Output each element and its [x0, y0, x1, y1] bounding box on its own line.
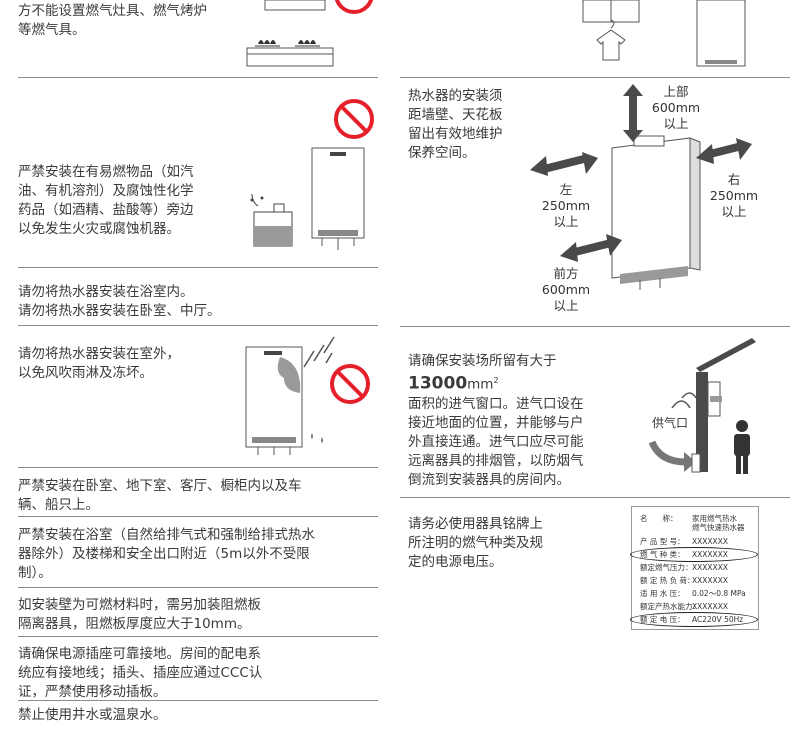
- air-inlet-text-a: 请确保安装场所留有大于: [408, 353, 557, 369]
- air-inlet-text-b: 面积的进气窗口。进气口设在 接近地面的位置，并能够与户 外直接连通。进气口应尽可…: [408, 395, 584, 488]
- prohibit-icon: [334, 99, 374, 139]
- chemical-bottle-icon: [250, 193, 293, 247]
- warning-no-indoor-rooms: 严禁安装在卧室、地下室、客厅、橱柜内以及车 辆、船只上。: [18, 478, 302, 513]
- front-clearance-label: 前方 600mm 以上: [541, 266, 591, 313]
- divider: [400, 77, 790, 78]
- warning-no-well-water: 禁止使用井水或温泉水。: [18, 707, 167, 723]
- clearance-instruction: 热水器的安装须 距墙壁、天花板 留出有效地维护 保养空间。: [408, 88, 503, 161]
- left-clearance-label: 左 250mm 以上: [541, 182, 591, 229]
- top-clearance-label: 上部 600mm 以上: [651, 84, 701, 131]
- divider: [18, 467, 378, 468]
- divider: [18, 77, 378, 78]
- divider: [18, 587, 378, 588]
- warning-gas-appliances: 方不能设置燃气灶具、燃气烤炉 等燃气具。: [18, 3, 207, 38]
- nameplate-row: 产 品 型 号：XXXXXXX: [640, 537, 728, 546]
- nameplate: 名 称：家用燃气热水 燃气快速热水器 产 品 型 号：XXXXXXX 燃 气 种…: [630, 506, 759, 630]
- air-inlet-area-unit: mm: [467, 376, 494, 393]
- nameplate-row: 额定产热水能力：XXXXXXX: [640, 602, 728, 611]
- air-inlet-instruction: 请确保安装场所留有大于 13000mm2 面积的进气窗口。进气口设在 接近地面的位置…: [408, 352, 623, 490]
- warning-no-outdoor: 请勿将热水器安装在室外， 以免风吹雨淋及冻坏。: [18, 346, 180, 381]
- divider: [400, 497, 790, 498]
- air-inlet-label: 供气口: [652, 416, 689, 430]
- right-clearance-label: 右 250mm 以上: [709, 172, 759, 219]
- air-inlet-illustration: [648, 338, 756, 474]
- gas-stove-illustration: [246, 0, 334, 67]
- air-inlet-area-value: 13000: [408, 373, 468, 394]
- air-inlet-area-exponent: 2: [493, 376, 499, 385]
- divider: [400, 326, 790, 327]
- warning-no-bathroom-bedroom: 请勿将热水器安装在浴室内。 请勿将热水器安装在卧室、中厅。: [18, 284, 221, 319]
- clearance-diagram: [530, 84, 752, 290]
- nameplate-row: 名 称：家用燃气热水: [640, 514, 737, 523]
- divider: [18, 267, 378, 268]
- nameplate-row: 额定燃气压力：XXXXXXX: [640, 563, 728, 572]
- divider: [18, 636, 378, 637]
- voltage-highlight: [630, 612, 758, 627]
- nameplate-row: 燃气快速热水器: [692, 523, 745, 532]
- prohibit-icon: [330, 364, 370, 404]
- water-heater-icon: [311, 147, 365, 250]
- nameplate-instruction: 请务必使用器具铭牌上 所注明的燃气种类及规 定的电源电压。: [408, 516, 543, 570]
- warning-flammable: 严禁安装在有易燃物品（如汽 油、有机溶剂）及腐蚀性化学 药品（如酒精、盐酸等）旁…: [18, 164, 194, 237]
- divider: [18, 516, 378, 517]
- warning-grounding: 请确保电源插座可靠接地。房间的配电系 统应有接地线；插头、插座应通过CCC认 证…: [18, 646, 263, 700]
- clothes-hanger-illustration: [582, 0, 746, 67]
- nameplate-row: 额 定 热 负 荷：XXXXXXX: [640, 576, 728, 585]
- nameplate-row: 适 用 水 压：0.02～0.8 MPa: [640, 589, 746, 598]
- prohibit-icon: [335, 0, 373, 14]
- divider: [18, 700, 378, 701]
- outdoor-heater-rain-illustration: [245, 336, 335, 455]
- warning-fire-retardant: 如安装壁为可燃材料时，需另加装阻燃板 隔离器具，阻燃板厚度应大于10mm。: [18, 597, 261, 632]
- gas-type-highlight: [630, 547, 758, 562]
- warning-no-stairs: 严禁安装在浴室（自然给排气式和强制给排式热水 器除外）及楼梯和安全出口附近（5m…: [18, 527, 315, 581]
- divider: [18, 325, 378, 326]
